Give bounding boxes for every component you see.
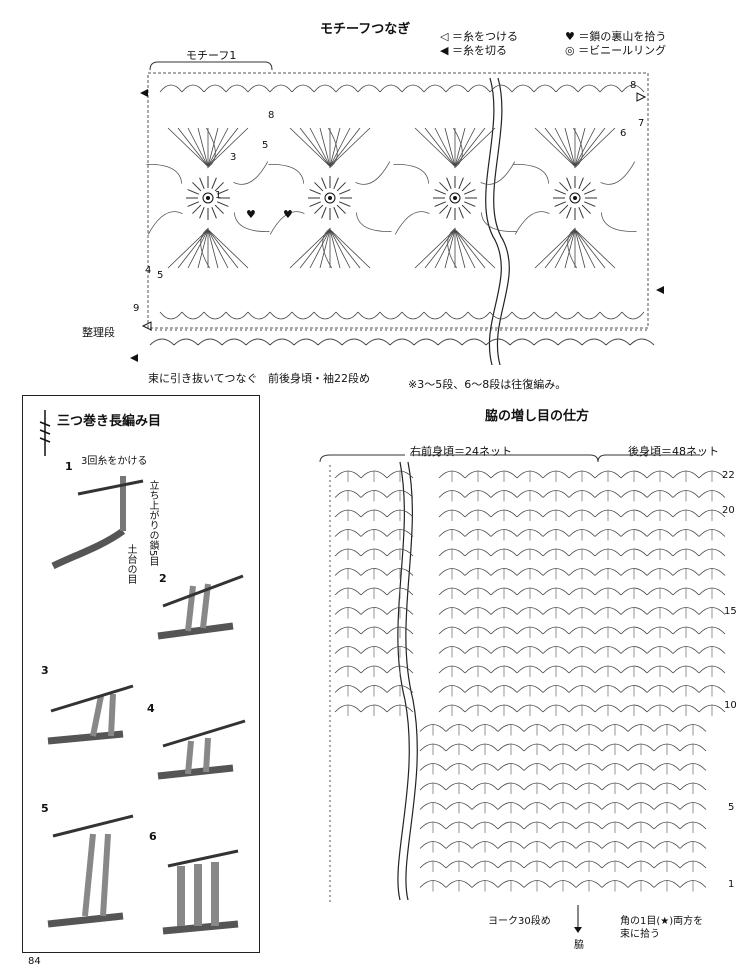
motif-number-5b: 5 xyxy=(157,270,164,281)
motif-number-5a: 5 xyxy=(262,140,269,151)
svg-text:♥: ♥ xyxy=(246,208,256,221)
step-6-number: 6 xyxy=(149,830,157,843)
step-2-number: 2 xyxy=(159,572,167,585)
row-number-15: 15 xyxy=(724,606,737,617)
adjust-row-label: 整理段 xyxy=(82,326,115,339)
back-and-forth-note: ※3〜5段、6〜8段は往復編み。 xyxy=(408,378,567,391)
motif-number-7: 7 xyxy=(638,118,645,129)
motif-label: モチーフ1 xyxy=(186,49,237,62)
panel-marker-icon xyxy=(37,408,57,458)
corner-label-1: 角の1目(★)両方を xyxy=(620,916,704,927)
join-note-label: 束に引き抜いてつなぐ xyxy=(148,372,258,385)
panel-title: 三つ巻き長編み目 xyxy=(57,414,162,429)
svg-text:♥: ♥ xyxy=(283,208,293,221)
step-1-base-note: 土台の目 xyxy=(125,544,136,584)
motif-number-1: 1 xyxy=(215,190,222,201)
page-number: 84 xyxy=(28,956,41,967)
yoke-row-label: ヨーク30段め xyxy=(488,916,551,927)
step-1-note: 3回糸をかける xyxy=(81,456,148,467)
row-number-5: 5 xyxy=(728,802,735,813)
net-grid xyxy=(334,470,726,892)
legend-back-bump: ♥ ＝鎖の裏山を拾う xyxy=(565,30,667,43)
motif-number-6: 6 xyxy=(620,128,627,139)
motif-number-8a: 8 xyxy=(268,110,275,121)
motif-number-4: 4 xyxy=(145,265,152,276)
row-number-10: 10 xyxy=(724,700,737,711)
side-increase-title: 脇の増し目の仕方 xyxy=(485,409,590,424)
motif-join-title: モチーフつなぎ xyxy=(320,22,411,37)
stitch-illustrations xyxy=(47,476,246,935)
motif-number-9: 9 xyxy=(133,303,140,314)
step-5-number: 5 xyxy=(41,802,49,815)
motif-number-8b: 8 xyxy=(630,80,637,91)
row-number-1: 1 xyxy=(728,879,735,890)
legend-ring: ◎ ＝ビニールリング xyxy=(565,44,667,57)
motif-number-3: 3 xyxy=(230,152,237,163)
row-number-22: 22 xyxy=(722,470,735,481)
body-sleeve-row-label: 前後身頃・袖22段め xyxy=(268,372,370,385)
legend-attach: ◁ ＝糸をつける xyxy=(440,30,518,43)
step-3-number: 3 xyxy=(41,664,49,677)
corner-label-2: 束に拾う xyxy=(620,929,660,940)
step-1-vertical-note: 立ち上がりの鎖5目 xyxy=(147,480,158,567)
legend-cut: ◀ ＝糸を切る xyxy=(440,44,507,57)
step-1-number: 1 xyxy=(65,460,73,473)
motif-flowers xyxy=(146,84,645,320)
triple-treble-panel: 三つ巻き長編み目 1 3回糸をかける 立ち上がりの鎖5目 土台の目 2 3 4 … xyxy=(22,395,260,953)
step-4-number: 4 xyxy=(147,702,155,715)
side-label: 脇 xyxy=(574,940,584,951)
row-number-20: 20 xyxy=(722,505,735,516)
